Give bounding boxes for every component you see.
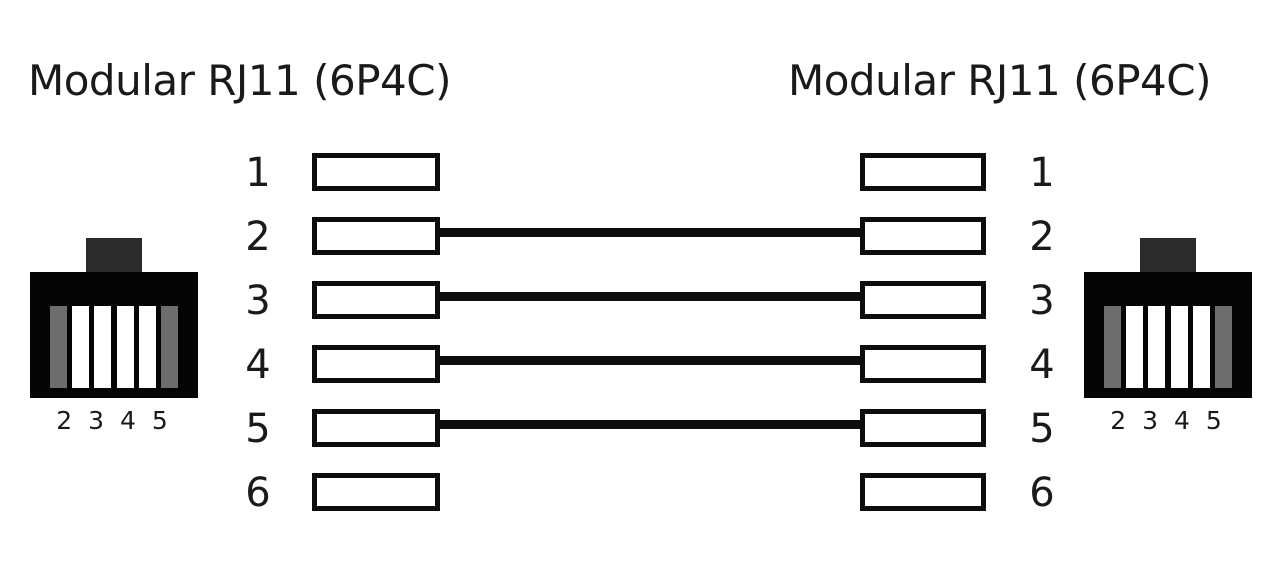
right-pin-box-1[interactable] bbox=[860, 153, 986, 191]
left-pin-box-2[interactable] bbox=[312, 217, 440, 255]
left-pin-label-1: 1 bbox=[245, 150, 271, 196]
connector-pin-slots bbox=[50, 306, 178, 388]
right-pin-label-3: 3 bbox=[1029, 278, 1055, 324]
wire-pin-2 bbox=[438, 228, 862, 237]
pin-slot-1 bbox=[50, 306, 67, 388]
pin-slot-4 bbox=[116, 306, 134, 388]
connector-pin-slots bbox=[1104, 306, 1232, 388]
pin-slot-5 bbox=[138, 306, 156, 388]
left-connector-pin-caption: 2 3 4 5 bbox=[56, 406, 172, 435]
right-pin-box-4[interactable] bbox=[860, 345, 986, 383]
left-connector-title: Modular RJ11 (6P4C) bbox=[28, 56, 451, 105]
right-rj11-connector-icon: 2 3 4 5 bbox=[1082, 238, 1252, 435]
right-pin-box-2[interactable] bbox=[860, 217, 986, 255]
wire-pin-4 bbox=[438, 356, 862, 365]
connector-latch-tab-icon bbox=[86, 238, 142, 274]
left-rj11-connector-icon: 2 3 4 5 bbox=[28, 238, 198, 435]
pin-slot-6 bbox=[160, 306, 178, 388]
pin-slot-3 bbox=[94, 306, 112, 388]
left-pin-box-1[interactable] bbox=[312, 153, 440, 191]
right-pin-label-6: 6 bbox=[1029, 470, 1055, 516]
wire-pin-3 bbox=[438, 292, 862, 301]
left-pin-label-3: 3 bbox=[245, 278, 271, 324]
pin-slot-3 bbox=[1148, 306, 1166, 388]
left-pin-label-4: 4 bbox=[245, 342, 271, 388]
pin-slot-6 bbox=[1214, 306, 1232, 388]
connector-latch-tab-icon bbox=[1140, 238, 1196, 274]
wire-pin-5 bbox=[438, 420, 862, 429]
pin-slot-5 bbox=[1192, 306, 1210, 388]
left-pin-box-6[interactable] bbox=[312, 473, 440, 511]
pin-slot-2 bbox=[1126, 306, 1144, 388]
left-pin-label-2: 2 bbox=[245, 214, 271, 260]
left-pin-box-5[interactable] bbox=[312, 409, 440, 447]
pin-slot-4 bbox=[1170, 306, 1188, 388]
right-connector-title: Modular RJ11 (6P4C) bbox=[788, 56, 1211, 105]
right-pin-box-3[interactable] bbox=[860, 281, 986, 319]
right-pin-label-4: 4 bbox=[1029, 342, 1055, 388]
left-pin-box-3[interactable] bbox=[312, 281, 440, 319]
right-pin-box-6[interactable] bbox=[860, 473, 986, 511]
pin-slot-2 bbox=[72, 306, 90, 388]
right-pin-label-2: 2 bbox=[1029, 214, 1055, 260]
right-pin-label-1: 1 bbox=[1029, 150, 1055, 196]
pin-slot-1 bbox=[1104, 306, 1121, 388]
left-pin-label-5: 5 bbox=[245, 406, 271, 452]
right-pin-box-5[interactable] bbox=[860, 409, 986, 447]
right-connector-pin-caption: 2 3 4 5 bbox=[1110, 406, 1226, 435]
left-pin-label-6: 6 bbox=[245, 470, 271, 516]
right-pin-label-5: 5 bbox=[1029, 406, 1055, 452]
left-pin-box-4[interactable] bbox=[312, 345, 440, 383]
